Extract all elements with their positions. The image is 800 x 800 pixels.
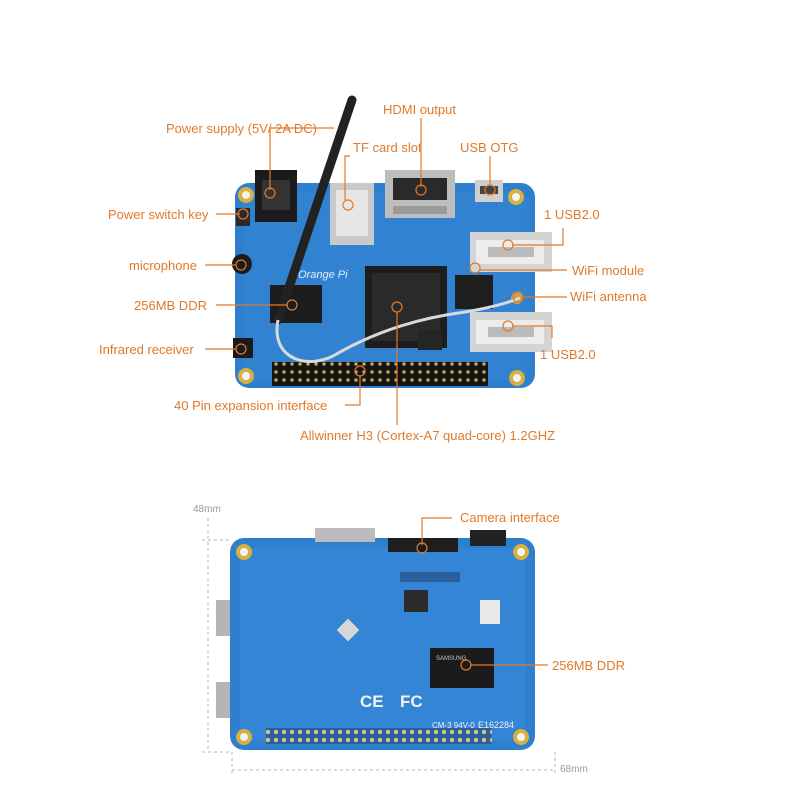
label-pin-interface: 40 Pin expansion interface (174, 398, 328, 413)
label-infrared-receiver: Infrared receiver (99, 342, 194, 357)
label-power-supply: Power supply (5V/ 2A DC) (166, 121, 318, 136)
label-hdmi-output: HDMI output (383, 102, 456, 117)
dimension-height: 48mm (193, 504, 221, 515)
bottom-board-pcb (230, 538, 535, 750)
hdmi-connector-back (315, 528, 375, 542)
power-switch (236, 208, 250, 226)
camera-connector (388, 538, 458, 552)
top-callouts (205, 118, 567, 425)
bottom-callouts (416, 517, 548, 671)
label-microphone: microphone (129, 258, 197, 273)
board-cert-code: E162284 (478, 720, 514, 730)
bottom-board: SAMSUNG CE FC CM-3 94V-0 E162284 (216, 528, 535, 750)
label-usb2-upper: 1 USB2.0 (544, 207, 600, 222)
label-soc: Allwinner H3 (Cortex-A7 quad-core) 1.2GH… (300, 428, 556, 443)
label-usb2-lower: 1 USB2.0 (540, 347, 596, 362)
label-power-switch-key: Power switch key (108, 207, 209, 222)
dimension-width: 68mm (560, 764, 588, 775)
label-wifi-module: WiFi module (572, 263, 645, 278)
board-silkscreen: Orange Pi (298, 269, 348, 281)
fcc-mark: FC (400, 692, 423, 711)
label-tf-card-slot: TF card slot (353, 140, 422, 155)
board-model-text: CM-3 94V-0 (432, 721, 475, 730)
microphone-component (232, 254, 252, 274)
pin-header-top (272, 362, 488, 386)
label-camera-interface: Camera interface (460, 510, 560, 525)
wifi-antenna-rod (273, 95, 357, 325)
label-usb-otg: USB OTG (460, 140, 519, 155)
label-wifi-antenna: WiFi antenna (570, 289, 647, 304)
dimension-lines (202, 518, 556, 776)
label-ddr-top: 256MB DDR (134, 298, 207, 313)
top-board: Orange Pi (232, 95, 552, 388)
ce-mark: CE (360, 692, 384, 711)
antenna-cable (275, 296, 521, 363)
wifi-module-chip (455, 275, 493, 309)
pin-header-bottom (266, 728, 492, 744)
label-ddr-bottom: 256MB DDR (552, 658, 625, 673)
ram-chip-text: SAMSUNG (436, 656, 467, 662)
